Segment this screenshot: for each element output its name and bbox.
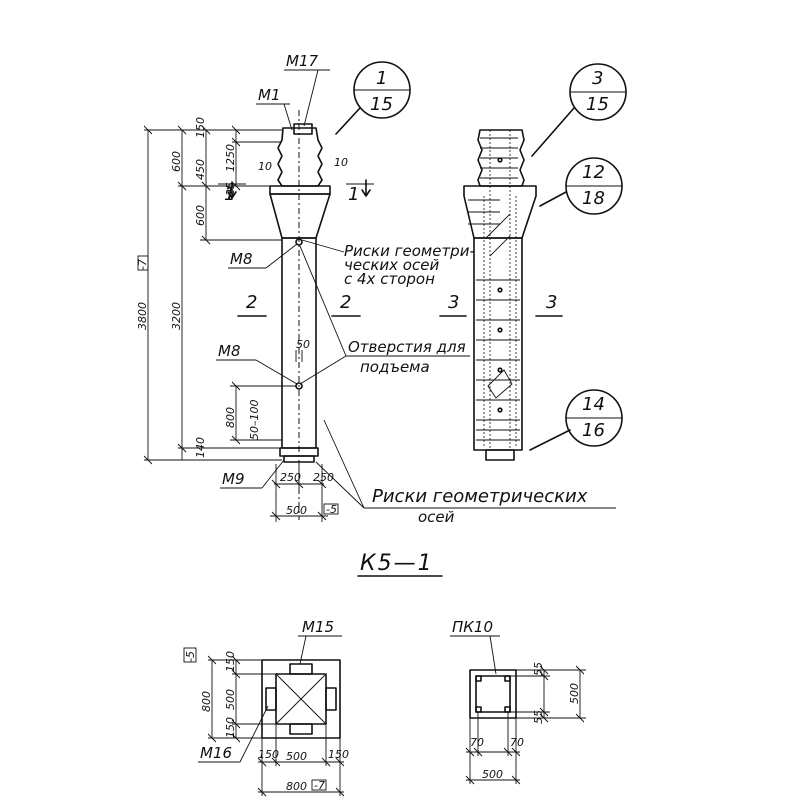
- dim-total: 3800: [136, 302, 149, 330]
- callout-1-15: 1 15: [335, 61, 411, 135]
- left-elevation: 3800 -7 3200 600 450 150 600 1250 25 800…: [136, 110, 374, 522]
- plan-a-bottom-500: 500: [286, 750, 307, 763]
- dim-10-left: 10: [258, 160, 272, 173]
- mark-pk10: ПК10: [452, 618, 493, 636]
- dim-50: 50: [296, 338, 310, 351]
- plan-a-150-top: 150: [224, 651, 237, 672]
- note-lift-holes-2: подъема: [360, 358, 430, 376]
- plan-a-mark: -5: [184, 651, 197, 662]
- svg-text:18: 18: [582, 188, 605, 209]
- dim-500: 500: [286, 504, 307, 517]
- plan-b-55-bottom: 55: [532, 710, 545, 724]
- plan-b-500-vertical: 500: [568, 683, 581, 704]
- notes: Риски геометри- ческих осей с 4х сторон …: [299, 239, 616, 526]
- note-geo-axes-1: Риски геометри-: [344, 242, 475, 260]
- svg-text:3: 3: [592, 68, 603, 89]
- section-3-left: 3: [448, 292, 459, 313]
- plan-b-55-top: 55: [532, 662, 545, 676]
- dim-600-upper: 600: [170, 151, 183, 172]
- callout-14-16: 14 16: [529, 389, 623, 451]
- plan-a-bottom-800: 800: [286, 780, 307, 793]
- svg-text:15: 15: [586, 94, 609, 115]
- plan-b: 55 55 500 70 70 500 ПК10: [450, 618, 586, 785]
- mark-m17: М17: [286, 52, 318, 70]
- svg-text:15: 15: [370, 94, 393, 115]
- dim-250-left: 250: [280, 471, 301, 484]
- plan-a-150-bottom: 150: [224, 717, 237, 738]
- m8-point-top: [295, 238, 303, 246]
- plan-a-bottom-150-right: 150: [328, 748, 349, 761]
- mark-m9: М9: [222, 470, 245, 488]
- plan-a-bottom-150-left: 150: [258, 748, 279, 761]
- right-elevation: 3 3: [439, 129, 563, 461]
- plan-a-bottom-800-mark: -7: [314, 779, 325, 792]
- plan-b-70-left: 70: [470, 736, 484, 749]
- dim-150: 150: [194, 117, 207, 138]
- dim-10-right: 10: [334, 156, 348, 169]
- dim-25: 25: [224, 182, 237, 196]
- note-geo-axes-bottom-2: осей: [418, 508, 455, 526]
- mark-m8-lower: М8: [218, 342, 241, 360]
- svg-text:16: 16: [582, 420, 605, 441]
- plan-a-800: 800: [200, 691, 213, 712]
- dim-1250: 1250: [224, 144, 237, 172]
- plan-a-500: 500: [224, 689, 237, 710]
- callout-12-18: 12 18: [539, 157, 623, 215]
- section-1-right: 1: [348, 184, 359, 205]
- note-lift-holes-1: Отверстия для: [348, 338, 466, 356]
- dim-50-100: 50–100: [248, 400, 261, 441]
- plan-b-70-right: 70: [510, 736, 524, 749]
- note-geo-axes-3: с 4х сторон: [344, 270, 435, 288]
- mark-m8-upper: М8: [230, 250, 253, 268]
- svg-text:14: 14: [582, 394, 605, 415]
- dim-500-mark: -5: [326, 503, 337, 516]
- note-geo-axes-bottom-1: Риски геометрических: [372, 486, 588, 507]
- plan-b-500-horizontal: 500: [482, 768, 503, 781]
- mark-m15: М15: [302, 618, 334, 636]
- dim-600-lower: 600: [194, 205, 207, 226]
- dim-450: 450: [194, 159, 207, 180]
- svg-text:12: 12: [582, 162, 605, 183]
- dim-3200: 3200: [170, 302, 183, 330]
- dim-250-right: 250: [313, 471, 334, 484]
- mark-m16: М16: [200, 744, 232, 762]
- section-2-left: 2: [246, 292, 257, 313]
- mark-m1: М1: [258, 86, 281, 104]
- drawing-title: К5—1: [360, 551, 434, 576]
- mark-labels: М17 М1 М8 М8 М9: [216, 52, 330, 489]
- dim-total-mark: -7: [136, 259, 149, 270]
- svg-text:1: 1: [376, 68, 387, 89]
- section-3-right: 3: [546, 292, 557, 313]
- section-1-left: 1: [224, 184, 235, 205]
- lifting-loop-m17: [293, 123, 313, 135]
- plan-a: -5 800 500 150 150 150 500 150 800 -7 М1…: [183, 618, 349, 797]
- note-geo-axes-2: ческих осей: [344, 256, 439, 274]
- callout-3-15: 3 15: [531, 63, 627, 157]
- dim-140: 140: [194, 437, 207, 458]
- dim-800: 800: [224, 407, 237, 428]
- section-2-right: 2: [340, 292, 351, 313]
